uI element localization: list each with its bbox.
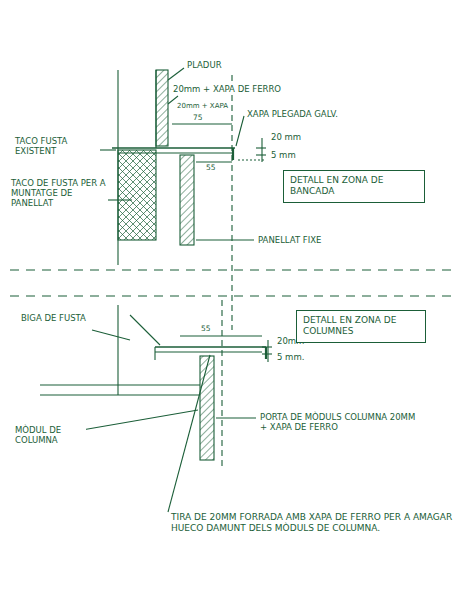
dimension-line [180,335,262,336]
annotation-label: PLADUR [186,60,223,70]
annotation-label: 20 mm [270,132,302,142]
leader-line [168,355,210,512]
axis-line [221,300,222,470]
annotation-label: TACO FUSTA EXISTENT [14,136,100,156]
detail-title-box: DETALL EN ZONA DE COLUMNES [296,310,426,343]
dimension-tick [256,147,266,148]
leader-line [168,68,184,80]
leader-line [82,410,198,430]
annotation-label: PORTA DE MÒDULS COLUMNA 20MM + XAPA DE F… [259,412,421,432]
leader-line [98,149,116,150]
leader-line [106,199,132,200]
annotation-label: TIRA DE 20MM FORRADA AMB XAPA DE FERRO P… [170,512,460,534]
folded-plate [265,347,267,359]
dimension-tick [262,353,272,354]
dimension-tick [262,346,272,347]
axis-line [231,75,232,330]
fixed-panel [180,155,194,245]
beam-line [130,315,160,345]
steel-strip [154,347,155,360]
detail-title-box: DETALL EN ZONA DE BANCADA [283,170,425,203]
annotation-label: 20mm + XAPA DE FERRO [172,84,314,94]
dimension-line [267,340,268,362]
steel-shelf [112,147,235,149]
column-door [200,356,214,460]
leader-line [216,417,256,418]
beam-line [40,394,200,395]
section-divider [10,269,454,270]
steel-strip [155,346,266,348]
leader-line [236,116,244,146]
wall-line [117,305,118,395]
wood-block [118,150,156,240]
annotation-label: MÒDUL DE COLUMNA [14,425,86,445]
annotation-label: BIGA DE FUSTA [20,313,94,323]
leader-line [92,330,130,340]
annotation-label: XAPA PLEGADA GALV. [246,109,358,119]
annotation-label: PANELLAT FIXE [257,235,409,245]
box-title: DETALL EN ZONA DE BANCADA [290,175,418,198]
annotation-label: 20mm + XAPA [176,102,229,110]
leader-line [196,239,254,240]
annotation-label: TACO DE FUSTA PER A MUNTATGE DE PANELLAT [10,178,108,209]
dimension-tick [256,154,266,155]
steel-shelf [118,152,232,153]
annotation-label: 55 [200,324,212,333]
box-title: DETALL EN ZONA DE COLUMNES [303,315,419,338]
annotation-label: 75 [192,113,204,122]
pladur-panel [156,70,168,146]
annotation-label: 5 mm [270,150,297,160]
beam-line [40,384,200,385]
steel-strip [155,351,262,352]
dimension-tick [238,159,266,160]
annotation-label: 55 [205,163,217,172]
dimension-line [172,123,232,124]
annotation-label: 5 mm. [276,352,305,362]
dimension-line [261,138,262,162]
section-divider [10,295,454,296]
